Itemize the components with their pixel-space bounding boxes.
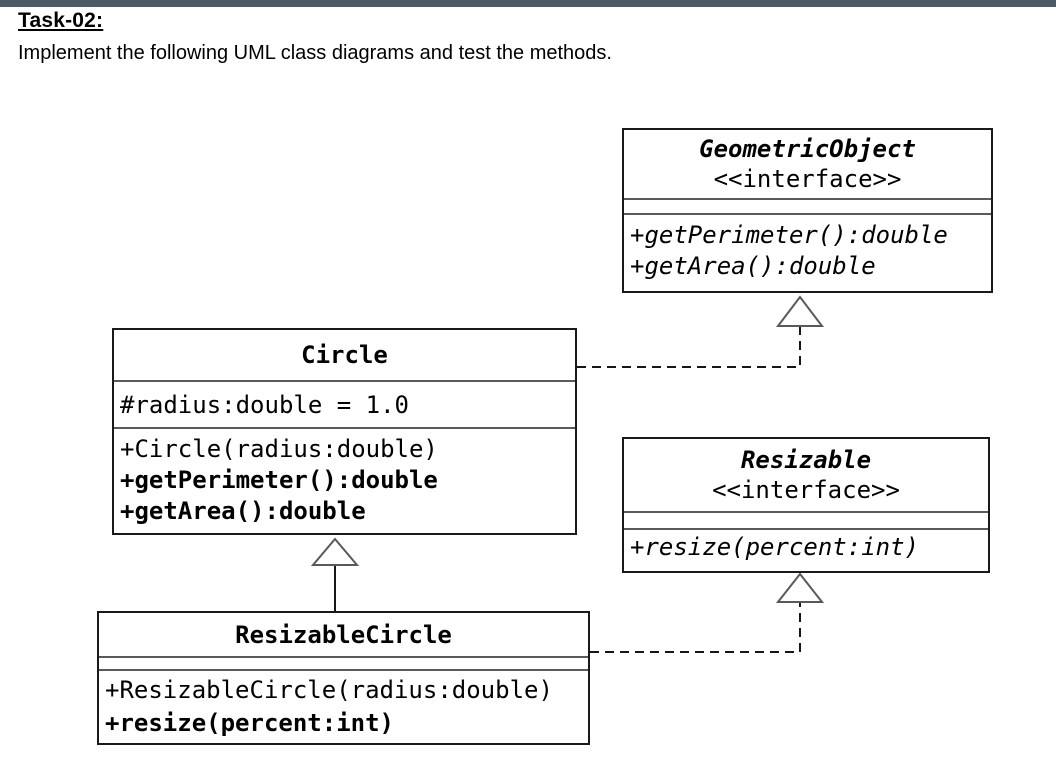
- page-title: Task-02:: [18, 9, 104, 32]
- methods-compartment: +getPerimeter():double +getArea():double: [624, 215, 991, 291]
- attributes-compartment-empty: [99, 658, 588, 671]
- class-box-geometricobject: GeometricObject <<interface>> +getPerime…: [622, 128, 993, 293]
- interface-stereotype: <<interface>>: [712, 476, 900, 504]
- method-line: +ResizableCircle(radius:double): [105, 676, 553, 704]
- method-line: +getArea():double: [120, 497, 366, 525]
- methods-compartment: +ResizableCircle(radius:double) +resize(…: [99, 671, 588, 743]
- class-box-resizablecircle: ResizableCircle +ResizableCircle(radius:…: [97, 611, 590, 745]
- class-name: ResizableCircle: [235, 620, 452, 649]
- method-line: +resize(percent:int): [630, 533, 919, 561]
- class-name: GeometricObject: [699, 135, 916, 163]
- attributes-compartment: #radius:double = 1.0: [114, 382, 575, 429]
- hollow-triangle-arrowhead: [775, 572, 825, 603]
- method-line: +getPerimeter():double: [630, 221, 948, 249]
- class-name: Circle: [301, 341, 388, 369]
- class-header: ResizableCircle: [99, 613, 588, 658]
- class-header: Resizable <<interface>>: [624, 439, 988, 513]
- window-top-bar: [0, 0, 1056, 7]
- attribute-line: #radius:double = 1.0: [120, 390, 409, 419]
- methods-compartment: +resize(percent:int): [624, 530, 988, 571]
- method-line: +getPerimeter():double: [120, 466, 438, 494]
- hollow-triangle-arrowhead: [310, 537, 360, 566]
- class-box-circle: Circle #radius:double = 1.0 +Circle(radi…: [112, 328, 577, 535]
- method-line: +getArea():double: [630, 252, 876, 280]
- realization-connector-circle-to-geometricobject: [577, 295, 825, 368]
- realization-connector-resizablecircle-to-resizable: [590, 572, 825, 653]
- methods-compartment: +Circle(radius:double) +getPerimeter():d…: [114, 429, 575, 533]
- method-line: +Circle(radius:double): [120, 435, 438, 463]
- page-instruction: Implement the following UML class diagra…: [18, 42, 612, 64]
- class-name: Resizable: [740, 446, 872, 474]
- inheritance-connector-resizablecircle-to-circle: [310, 537, 360, 611]
- class-header: Circle: [114, 330, 575, 382]
- hollow-triangle-arrowhead: [775, 295, 825, 327]
- method-line: +resize(percent:int): [105, 709, 394, 737]
- class-header: GeometricObject <<interface>>: [624, 130, 991, 200]
- interface-stereotype: <<interface>>: [713, 165, 902, 193]
- attributes-compartment-empty: [624, 513, 988, 530]
- class-box-resizable: Resizable <<interface>> +resize(percent:…: [622, 437, 990, 573]
- attributes-compartment-empty: [624, 200, 991, 215]
